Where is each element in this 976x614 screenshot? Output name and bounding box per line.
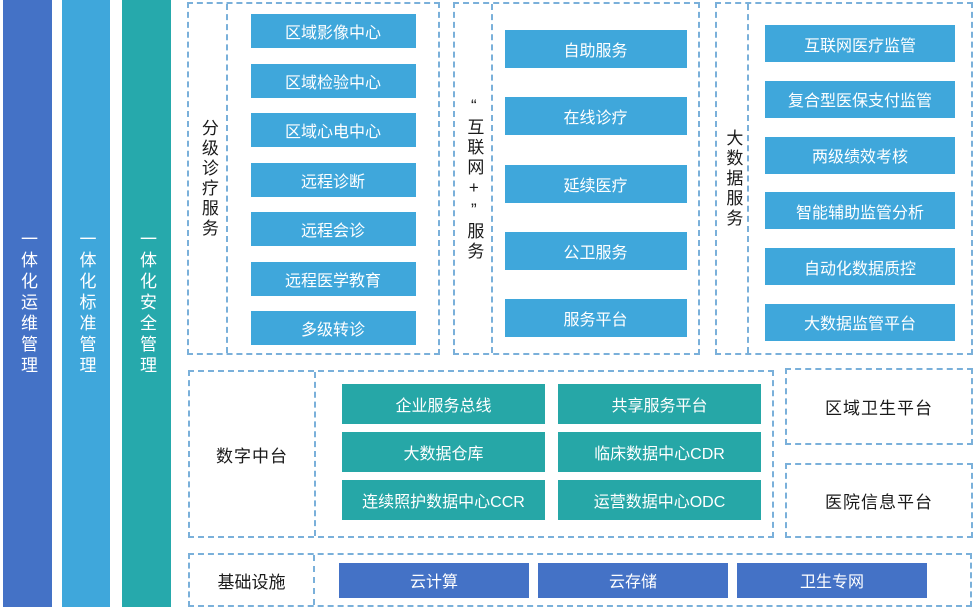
group-tiered-care-services: 分级诊疗服务 区域影像中心 区域检验中心 区域心电中心 远程诊断 远程会诊 远程… (187, 2, 440, 355)
bar-unified-ops-management: 一体化运维管理 (3, 0, 52, 607)
item-regional-imaging-center: 区域影像中心 (250, 14, 416, 48)
bar-label: 一体化运维管理 (18, 230, 37, 377)
bar-label: 一体化安全管理 (137, 230, 156, 377)
item-internet-medical-supervision: 互联网医疗监管 (765, 25, 955, 62)
item-multilevel-referral: 多级转诊 (250, 311, 416, 345)
regional-health-platform-label: 区域卫生平台 (825, 399, 933, 418)
group-title: 大数据服务 (723, 128, 743, 229)
bar-label: 一体化标准管理 (76, 230, 96, 377)
item-bigdata-supervision-platform: 大数据监管平台 (765, 303, 955, 341)
item-cloud-computing: 云计算 (339, 562, 529, 598)
regional-health-platform-box: 区域卫生平台 (785, 368, 973, 445)
item-remote-medical-education: 远程医学教育 (250, 261, 416, 296)
bar-unified-standard-management: 一体化标准管理 (62, 0, 110, 607)
infrastructure-band: 基础设施 云计算 云存储 卫生专网 (188, 553, 972, 607)
item-cloud-storage: 云存储 (538, 562, 728, 598)
group-title: “互联网+”服务 (464, 95, 484, 262)
item-remote-diagnosis: 远程诊断 (250, 162, 416, 197)
group-items: 互联网医疗监管 复合型医保支付监管 两级绩效考核 智能辅助监管分析 自动化数据质… (749, 4, 971, 353)
item-service-platform: 服务平台 (504, 299, 687, 337)
item-bigdata-warehouse: 大数据仓库 (342, 432, 545, 472)
group-title: 分级诊疗服务 (198, 118, 218, 239)
group-title-column: “互联网+”服务 (455, 4, 493, 353)
item-regional-ecg-center: 区域心电中心 (250, 113, 416, 147)
digital-platform-items: 企业服务总线 共享服务平台 大数据仓库 临床数据中心CDR 连续照护数据中心CC… (316, 372, 772, 536)
item-intelligent-supervision-analysis: 智能辅助监管分析 (765, 192, 955, 230)
bar-unified-security-management: 一体化安全管理 (122, 0, 171, 607)
hospital-information-platform-label: 医院信息平台 (825, 493, 933, 512)
item-operational-data-center-odc: 运营数据中心ODC (558, 480, 761, 520)
group-items: 区域影像中心 区域检验中心 区域心电中心 远程诊断 远程会诊 远程医学教育 多级… (228, 4, 438, 353)
item-regional-lab-center: 区域检验中心 (250, 63, 416, 98)
hospital-information-platform-box: 医院信息平台 (785, 463, 973, 538)
item-enterprise-service-bus: 企业服务总线 (342, 384, 545, 424)
item-clinical-data-center-cdr: 临床数据中心CDR (558, 432, 761, 472)
item-continuity-care-record-ccr: 连续照护数据中心CCR (342, 480, 545, 520)
item-composite-insurance-payment-supervision: 复合型医保支付监管 (765, 80, 955, 118)
item-public-health-service: 公卫服务 (504, 231, 687, 270)
item-self-service: 自助服务 (504, 30, 687, 68)
infrastructure-items: 云计算 云存储 卫生专网 (315, 555, 970, 605)
item-shared-service-platform: 共享服务平台 (558, 384, 761, 424)
group-title-column: 大数据服务 (717, 4, 749, 353)
digital-middle-platform: 数字中台 企业服务总线 共享服务平台 大数据仓库 临床数据中心CDR 连续照护数… (188, 370, 774, 538)
item-automated-data-quality-control: 自动化数据质控 (765, 248, 955, 286)
group-title-column: 分级诊疗服务 (189, 4, 228, 353)
item-remote-consultation: 远程会诊 (250, 212, 416, 246)
group-bigdata-services: 大数据服务 互联网医疗监管 复合型医保支付监管 两级绩效考核 智能辅助监管分析 … (715, 2, 973, 355)
item-continued-care: 延续医疗 (504, 164, 687, 203)
group-internet-plus-services: “互联网+”服务 自助服务 在线诊疗 延续医疗 公卫服务 服务平台 (453, 2, 700, 355)
item-two-level-performance-appraisal: 两级绩效考核 (765, 136, 955, 174)
item-online-diagnosis: 在线诊疗 (504, 97, 687, 136)
infrastructure-title: 基础设施 (190, 555, 315, 605)
item-health-private-network: 卫生专网 (737, 562, 927, 598)
group-items: 自助服务 在线诊疗 延续医疗 公卫服务 服务平台 (493, 4, 698, 353)
digital-platform-title: 数字中台 (190, 372, 316, 536)
